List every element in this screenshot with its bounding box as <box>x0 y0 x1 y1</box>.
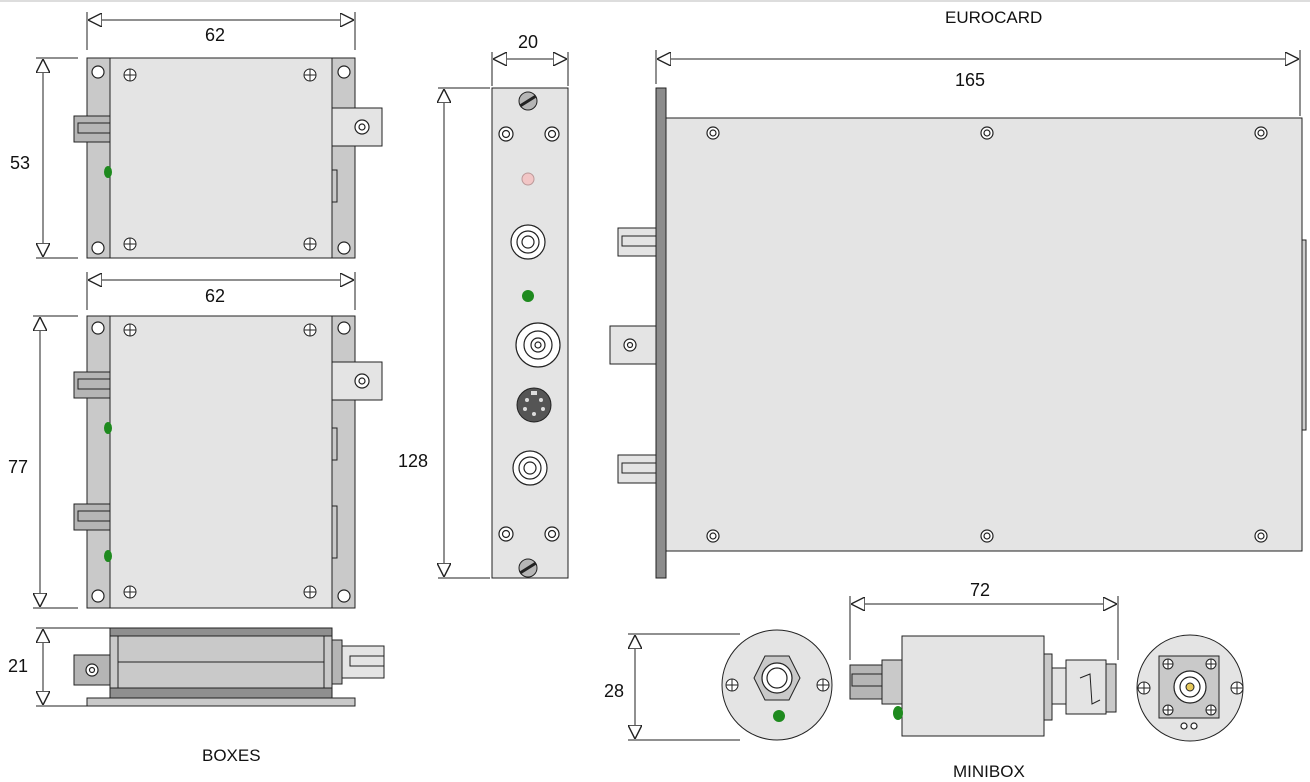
mounting-hole-icon <box>1254 529 1268 543</box>
screw-icon <box>303 585 317 599</box>
screw-icon <box>1230 681 1244 695</box>
mounting-hole-icon <box>706 126 720 140</box>
bnc-connector-icon <box>331 639 385 685</box>
bnc-socket-icon <box>510 224 546 260</box>
minibox-side-view <box>849 635 1117 737</box>
sma-connector-icon <box>331 361 383 401</box>
led-pink-icon <box>521 172 535 186</box>
screw-icon <box>1205 658 1217 670</box>
sma-connector-icon <box>73 654 111 686</box>
sma-connector-icon <box>331 107 383 147</box>
eurocard-module <box>609 87 1307 579</box>
box-large-top-view <box>73 315 383 609</box>
box-small-top-view <box>73 57 383 259</box>
mounting-hole-icon <box>544 126 560 142</box>
led-green-icon <box>893 706 903 720</box>
screw-icon <box>303 323 317 337</box>
screw-icon <box>1137 681 1151 695</box>
bnc-connector-icon <box>849 659 903 705</box>
dimension-lines <box>33 12 1301 741</box>
screw-icon <box>725 678 739 692</box>
slot-screw-icon <box>518 91 538 111</box>
mini-din-socket-icon <box>516 387 552 423</box>
bnc-connector-icon <box>73 371 111 399</box>
minibox-rear-view <box>1136 634 1244 742</box>
mounting-hole-icon <box>1254 126 1268 140</box>
bnc-connector-icon <box>617 227 657 257</box>
screw-icon <box>816 678 830 692</box>
led-green-icon <box>104 422 112 434</box>
mounting-hole-icon <box>544 526 560 542</box>
slot-screw-icon <box>518 558 538 578</box>
bnc-connector-icon <box>73 503 111 531</box>
screw-icon <box>123 237 137 251</box>
bnc-socket-icon <box>512 450 548 486</box>
mounting-hole-icon <box>706 529 720 543</box>
led-green-icon <box>104 550 112 562</box>
screw-icon <box>123 585 137 599</box>
n-connector-icon <box>1051 659 1117 715</box>
mounting-hole-icon <box>498 126 514 142</box>
mounting-hole-icon <box>980 529 994 543</box>
led-green-icon <box>773 710 785 722</box>
screw-icon <box>123 323 137 337</box>
screw-icon <box>1205 704 1217 716</box>
bnc-connector-icon <box>73 115 111 143</box>
screw-icon <box>123 68 137 82</box>
sma-connector-icon <box>609 325 657 365</box>
screw-icon <box>1162 704 1174 716</box>
bnc-connector-icon <box>617 454 657 484</box>
screw-icon <box>303 68 317 82</box>
mounting-hole-icon <box>498 526 514 542</box>
mounting-hole-icon <box>980 126 994 140</box>
screw-icon <box>303 237 317 251</box>
minibox-front-view <box>721 629 833 741</box>
led-green-icon <box>104 166 112 178</box>
box-side-view <box>73 627 385 707</box>
led-green-icon <box>522 290 534 302</box>
screw-icon <box>1162 658 1174 670</box>
front-panel <box>491 87 569 579</box>
sma-socket-icon <box>515 322 561 368</box>
